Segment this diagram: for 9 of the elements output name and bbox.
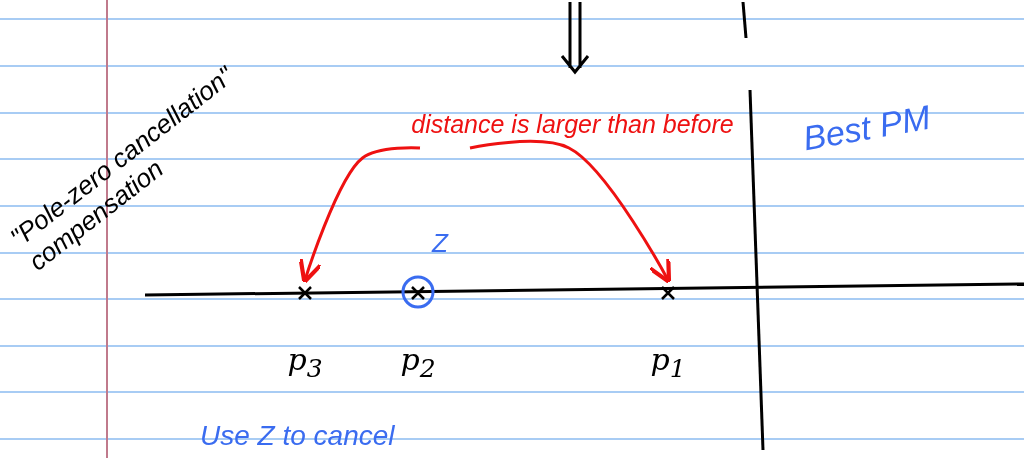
zero-label: Z: [432, 228, 448, 259]
curved-arrow: [469, 139, 672, 284]
note-text: Best PM: [800, 97, 934, 159]
note-text: Use Z to cancel: [200, 420, 395, 452]
curved-arrow: [298, 146, 421, 285]
annotation-text: distance is larger than before: [400, 110, 745, 139]
pole-label: p$_{3}$: [286, 345, 324, 381]
pole-label: p$_{1}$: [649, 345, 687, 381]
pole-label: p$_{2}$: [399, 345, 437, 381]
